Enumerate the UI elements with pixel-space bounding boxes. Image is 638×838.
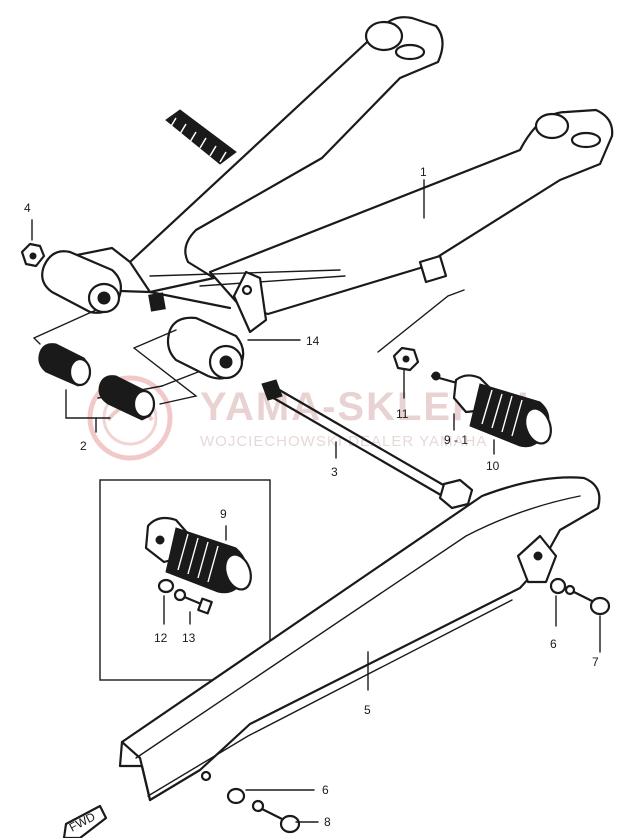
- pivot-bolt-part-3: [261, 379, 474, 510]
- bushing-part-2: [38, 343, 156, 421]
- chain-case-part-5: [118, 476, 601, 802]
- callout-8: 8: [324, 815, 331, 829]
- reference-lines: [31, 179, 601, 823]
- nut-part-4: [20, 242, 46, 268]
- footrest-assembly-right: [430, 371, 552, 448]
- callout-6-rear: 6: [550, 637, 557, 651]
- callout-14: 14: [306, 334, 320, 348]
- callout-9: 9: [220, 507, 227, 521]
- callout-7: 7: [592, 655, 599, 669]
- swing-arm-part: [41, 16, 614, 380]
- callout-2: 2: [80, 439, 87, 453]
- callout-10: 10: [486, 459, 500, 473]
- callout-6-front: 6: [322, 783, 329, 797]
- callout-9-1: 9 - 1: [444, 433, 468, 447]
- fwd-arrow-icon: FWD: [62, 804, 108, 838]
- inset-footrest-box: [99, 479, 271, 681]
- callout-labels: 1 2 3 4 5 6 6 7 8 9 9 - 1 10 11 12 13 14: [24, 165, 599, 829]
- callout-11: 11: [396, 407, 409, 421]
- callout-13: 13: [182, 631, 196, 645]
- callout-1: 1: [420, 165, 427, 179]
- washer-bolt-rear: [549, 577, 611, 616]
- watermark-tagline: WOJCIECHOWSKI DEALER YAMAHA: [200, 433, 487, 450]
- callout-4: 4: [24, 201, 31, 215]
- nut-part-11: [392, 346, 420, 372]
- callout-3: 3: [331, 465, 338, 479]
- footrest-rear-part: [165, 109, 237, 165]
- callout-5: 5: [364, 703, 371, 717]
- callout-12: 12: [154, 631, 168, 645]
- washer-bolt-front: [226, 787, 301, 834]
